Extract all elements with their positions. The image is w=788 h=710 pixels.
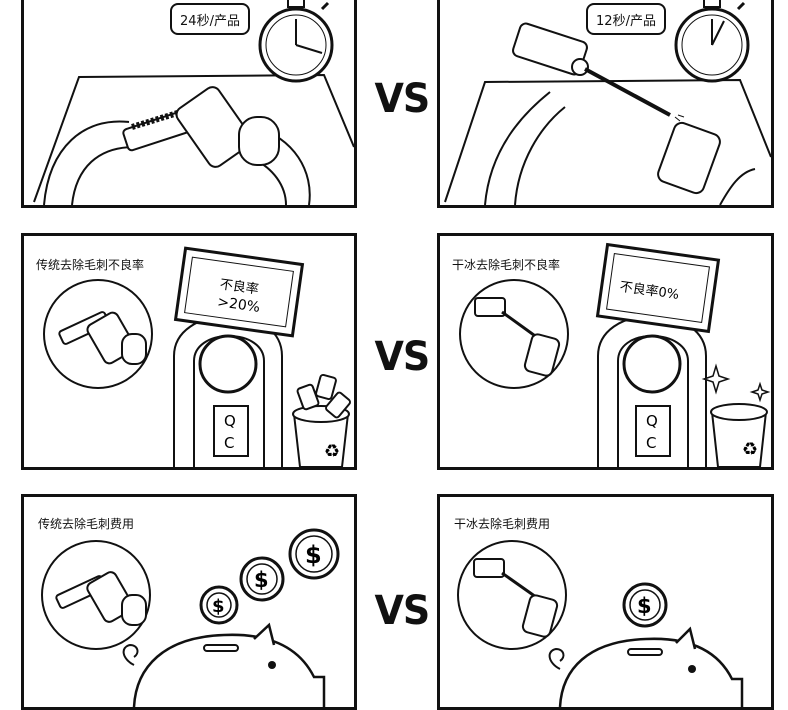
vs-label-row1: VS — [374, 76, 430, 122]
panel-dryice-time: 12秒/产品 — [437, 0, 774, 208]
dryice-deburring-illustration — [444, 22, 771, 205]
svg-text:$: $ — [305, 541, 322, 569]
svg-text:$: $ — [212, 596, 225, 617]
panel-caption: 干冰去除毛刺费用 — [454, 517, 551, 531]
vs-label-row2: VS — [374, 334, 430, 380]
panel-traditional-time: 24秒/产品 — [21, 0, 357, 208]
time-bubble: 24秒/产品 — [170, 3, 250, 35]
panel-dryice-cost: 干冰去除毛刺费用 $ — [437, 494, 774, 710]
dollar-coin-icon: $ — [199, 585, 239, 625]
stopwatch-icon — [674, 0, 750, 83]
time-label: 12秒/产品 — [596, 13, 656, 29]
dollar-coin-icon: $ — [239, 556, 285, 602]
svg-text:$: $ — [254, 568, 269, 592]
dollar-coin-icon: $ — [622, 582, 668, 628]
dollar-coin-icon: $ — [288, 528, 340, 580]
recycle-icon: ♻ — [742, 439, 758, 460]
panel-caption: 干冰去除毛刺不良率 — [452, 258, 561, 272]
stopwatch-icon — [258, 0, 334, 83]
defect-rate-illustration: 不良率0% Q C ♻ — [459, 242, 771, 467]
badge-letter-q: Q — [646, 412, 658, 430]
recycle-icon: ♻ — [324, 441, 340, 462]
time-label: 24秒/产品 — [180, 13, 240, 29]
panel-dryice-defect: 干冰去除毛刺不良率 不良率0% Q C ♻ — [437, 233, 774, 470]
sparkle-icon — [701, 363, 731, 395]
cost-illustration: $ — [457, 540, 744, 707]
badge-letter-c: C — [646, 434, 656, 452]
svg-text:$: $ — [637, 594, 652, 618]
piggy-bank-icon — [548, 626, 744, 707]
sparkle-icon — [749, 381, 771, 403]
panel-traditional-defect: 传统去除毛刺不良率 不良率 >20% Q C ♻ — [21, 233, 357, 470]
panel-caption: 传统去除毛刺费用 — [38, 517, 135, 531]
time-bubble: 12秒/产品 — [586, 3, 666, 35]
sign-line-2: >20% — [216, 294, 261, 316]
panel-traditional-cost: 传统去除毛刺费用 $ $ $ — [21, 494, 357, 710]
vs-label-row3: VS — [374, 588, 430, 634]
sign-line-1: 不良率 — [219, 276, 260, 297]
traditional-deburring-illustration — [33, 73, 354, 205]
piggy-bank-icon — [122, 622, 326, 707]
panel-caption: 传统去除毛刺不良率 — [36, 258, 145, 272]
cost-illustration: $ $ $ — [41, 528, 340, 707]
defect-rate-illustration: 不良率 >20% Q C ♻ — [43, 246, 351, 467]
badge-letter-c: C — [224, 434, 234, 452]
badge-letter-q: Q — [224, 412, 236, 430]
